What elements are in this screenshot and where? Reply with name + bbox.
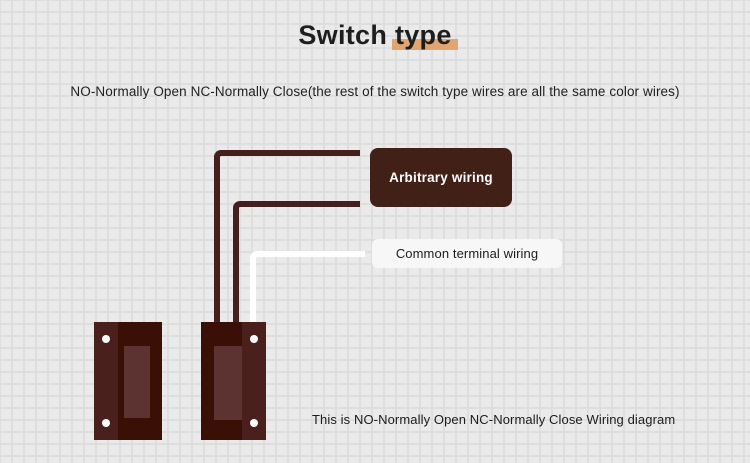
diagram-caption: This is NO-Normally Open NC-Normally Clo… <box>312 412 676 427</box>
switch-device-right <box>201 322 266 440</box>
common-terminal-wiring-label: Common terminal wiring <box>372 239 562 268</box>
screw-icon <box>250 335 258 343</box>
page-title: Switch type <box>0 18 750 52</box>
switch-right-panel <box>214 346 242 420</box>
common-terminal-wire <box>250 251 365 339</box>
subtitle-text: NO-Normally Open NC-Normally Close(the r… <box>70 84 680 99</box>
arbitrary-wire-inner <box>233 201 360 338</box>
switch-left-screw-strip <box>94 322 118 440</box>
screw-icon <box>102 419 110 427</box>
switch-left-panel <box>124 346 150 418</box>
page-title-highlighted: type <box>391 20 458 50</box>
switch-right-screw-strip <box>242 322 266 440</box>
page-title-plain: Switch <box>298 20 395 50</box>
screw-icon <box>102 335 110 343</box>
page-title-text: Switch type <box>298 18 458 52</box>
arbitrary-wiring-label: Arbitrary wiring <box>370 148 512 207</box>
switch-device-left <box>94 322 162 440</box>
arbitrary-wire-outer <box>214 150 360 338</box>
screw-icon <box>250 419 258 427</box>
